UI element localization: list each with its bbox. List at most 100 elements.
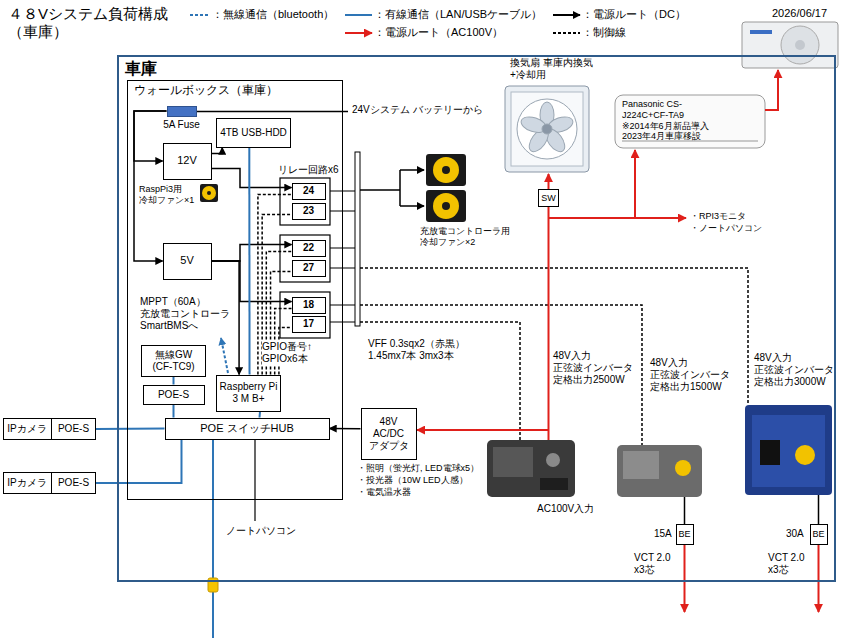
load-item: ・ノートパソコン: [690, 223, 762, 234]
ventilation-fan-picture: [517, 99, 577, 159]
wall-box: ウォールボックス（車庫）5A Fuse4TB USB-HDD12V24235V2…: [127, 80, 343, 500]
node-text: POE スイッチHUB: [200, 422, 294, 435]
ventilation-fan-picture: [511, 92, 583, 166]
node-text: 23: [303, 205, 314, 217]
ac-power-line: [548, 174, 550, 189]
controller-box: Raspberry Pi 3 M B+: [216, 375, 281, 412]
fan-wire: [400, 169, 424, 171]
relay-box: 22: [292, 240, 326, 257]
laptop-lead: [254, 440, 255, 521]
legend-sample: [553, 32, 580, 34]
inverter-picture: [540, 478, 568, 490]
inverter-picture: [546, 453, 560, 467]
legend-sample: [345, 14, 372, 16]
node-text: BE: [678, 529, 690, 540]
inverter-picture: [487, 440, 575, 497]
cooling-fan-icon: [442, 166, 450, 174]
region-heading: ウォールボックス（車庫）: [134, 83, 336, 97]
inverter-picture: [795, 445, 815, 465]
control-line: [360, 268, 748, 405]
inverter-picture: [617, 445, 702, 497]
camera-box: IPカメラ: [3, 472, 52, 494]
load-item: ・RPI3モニタ: [690, 211, 746, 222]
relay-box: 24: [292, 183, 326, 200]
rating-label: 15A: [654, 528, 672, 540]
relay-box: 23: [292, 203, 326, 220]
input-note: AC100V入力: [537, 503, 594, 515]
wire-spec: VFF 0.3sqx2（赤黒） 1.45mx7本 3mx3本: [368, 338, 473, 362]
poe-splitter-box: POE-S: [51, 418, 96, 440]
cooling-fan-icon: [207, 191, 211, 195]
cooling-fan-icon: [202, 186, 216, 200]
ac-power-line: [549, 217, 687, 219]
network-switch-box: POE スイッチHUB: [165, 418, 330, 440]
relay-box: 18: [292, 297, 326, 314]
aircon-outdoor-picture: [750, 30, 772, 34]
ventilation-fan-picture: [542, 124, 552, 134]
connector: [173, 377, 175, 385]
inverter-label: 48V入力 正弦波インバータ 定格出力1500W: [650, 357, 734, 393]
device-label: 換気扇 車庫内換気+冷却用: [510, 57, 602, 81]
control-line: [360, 268, 748, 445]
legend-text: ：電源ルート（AC100V）: [374, 26, 503, 39]
illustration: [197, 22, 838, 638]
ventilation-fan-picture: [519, 102, 575, 155]
aircon-outdoor-picture: [742, 22, 838, 68]
node-text: POE-S: [58, 423, 89, 435]
node-text: 12V: [177, 154, 197, 167]
node-text: 18: [303, 299, 314, 311]
node-text: 27: [303, 262, 314, 274]
inverter-picture: [745, 405, 832, 495]
cooling-fan-icon: [200, 184, 218, 202]
ac-power-line: [417, 70, 819, 612]
poe-splitter-box: POE-S: [51, 472, 96, 494]
connector: [96, 440, 181, 484]
node-text: POE-S: [158, 389, 189, 401]
relay-pair-outline: [280, 235, 330, 282]
pin-note: GPIO番号↑ GPIOx6本: [262, 341, 326, 365]
load-item: ・電気温水器: [357, 487, 411, 498]
aircon-indoor-picture: [615, 95, 765, 148]
terminal-bar: [355, 152, 360, 326]
relay-pair-outline: [280, 292, 330, 338]
legend-text: ：有線通信（LAN/USBケーブル）: [374, 8, 542, 21]
node-text: POE-S: [58, 477, 89, 489]
group-label: リレー回路x6: [278, 164, 339, 176]
node-text: 5V: [180, 254, 193, 267]
relay-box: 27: [292, 260, 326, 277]
connector: [330, 428, 361, 430]
region-heading: 車庫: [125, 59, 828, 78]
ac-power-line: [684, 545, 686, 612]
legend-sample: [345, 32, 372, 34]
fan-label: 充放電コントローラ用 冷却ファン×2: [420, 226, 520, 248]
aircon-outdoor-picture: [795, 40, 805, 50]
breaker-box: BE: [676, 524, 694, 545]
breaker-box: BE: [810, 524, 828, 545]
cable-spec: VCT 2.0 x3芯: [634, 552, 678, 576]
ac-power-line: [818, 545, 820, 612]
legend-text: ：無線通信（bluetooth）: [212, 8, 334, 21]
ventilation-fan-picture: [505, 86, 589, 172]
gateway-box: 無線GW (CF-TC9): [141, 345, 206, 377]
aircon-outdoor-picture: [742, 22, 838, 68]
poe-splitter-box: POE-S: [143, 385, 205, 405]
device-label: Panasonic CS-J224C+CF-TA9 ※2014年6月新品導入 2…: [622, 99, 718, 142]
connector: [212, 261, 292, 302]
source-note: 24Vシステム バッテリーから: [352, 104, 483, 116]
power-supply-box: 12V: [163, 143, 212, 180]
cable-spec: VCT 2.0 x3芯: [768, 552, 812, 576]
bluetooth-link: [221, 338, 228, 373]
connector: [172, 405, 174, 418]
inverter-label: 48V入力 正弦波インバータ 定格出力2500W: [553, 350, 637, 386]
battery-wire: [197, 111, 348, 113]
target-note: MPPT（60A） 充放電コントローラ SmartBMSへ: [140, 296, 235, 332]
inverter-picture: [623, 451, 659, 479]
switch-box: SW: [538, 189, 559, 207]
node-text: 17: [303, 318, 314, 330]
rating-label: 30A: [786, 528, 804, 540]
dc-output-wire: [685, 495, 819, 524]
legend-sample: [190, 14, 210, 16]
date-label: 2026/06/17: [772, 7, 827, 20]
relay-pair-outline: [280, 178, 330, 225]
